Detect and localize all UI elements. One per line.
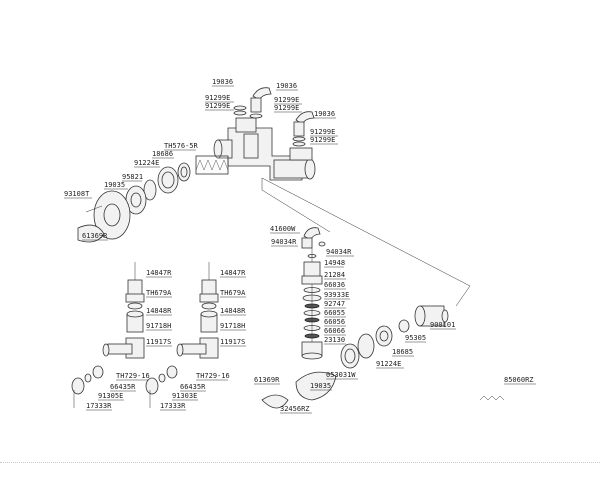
part-label: 17333R [86, 402, 112, 410]
part-label: 11917S [146, 338, 171, 346]
part-label: 19035 [310, 382, 331, 390]
part-label: 92747 [324, 300, 345, 308]
part-label: 61369R [254, 376, 280, 384]
part-label: 18686 [152, 150, 173, 158]
part-label: 95821 [122, 173, 143, 181]
part-label: 14847R [220, 269, 246, 277]
part-label: 91299E [205, 102, 230, 110]
part-label: 91305E [98, 392, 123, 400]
part-label: TH679A [146, 289, 172, 297]
part-label: 93108T [64, 190, 90, 198]
part-label: 32456RZ [280, 405, 310, 413]
part-label: 21284 [324, 271, 345, 279]
part-label: 95305 [405, 334, 426, 342]
part-label: 85060RZ [504, 376, 534, 384]
part-label: 91299E [205, 94, 230, 102]
part-label: 91299E [310, 128, 335, 136]
part-label: 91718H [146, 322, 171, 330]
footer-divider [0, 462, 600, 463]
cartridge-chain [77, 155, 229, 243]
part-label: TH729-16 [196, 372, 230, 380]
part-label: 66056 [324, 318, 345, 326]
part-label: 41600W [270, 225, 296, 233]
part-label: 17333R [160, 402, 186, 410]
part-label: 66066 [324, 327, 345, 335]
center-stack [301, 227, 326, 360]
valve-body-assembly [213, 87, 316, 181]
part-label: 91299E [310, 136, 335, 144]
part-label: 14948 [324, 259, 345, 267]
left-valve-stack-b [145, 279, 219, 395]
part-labels: 19036 19036 19036 91299E 91299E 91299E 9… [64, 78, 534, 413]
part-label: 91303E [172, 392, 197, 400]
part-label: 053031W [326, 371, 356, 379]
part-label: 14847R [146, 269, 172, 277]
part-label: 19036 [314, 110, 335, 118]
left-valve-stack-a [71, 279, 145, 395]
part-label: 66435R [110, 383, 136, 391]
part-label: 91224E [134, 159, 159, 167]
part-label: 66036 [324, 281, 345, 289]
part-label: 91299E [274, 96, 299, 104]
part-label: 61369R [82, 232, 108, 240]
part-label: TH729-16 [116, 372, 150, 380]
part-label: 66055 [324, 309, 345, 317]
spring-85060 [479, 395, 505, 401]
part-label: 91299E [274, 104, 299, 112]
part-label: 18685 [392, 348, 413, 356]
part-label: 19036 [276, 82, 297, 90]
part-label: 94034R [326, 248, 352, 256]
part-label: 19036 [212, 78, 233, 86]
part-label: 93933E [324, 291, 349, 299]
part-label: TH679A [220, 289, 246, 297]
part-label: 23130 [324, 336, 345, 344]
part-label: 66435R [180, 383, 206, 391]
part-label: 11917S [220, 338, 245, 346]
leader-lines [64, 85, 536, 414]
part-label: 91718H [220, 322, 245, 330]
part-label: 91224E [376, 360, 401, 368]
diverter-chain [261, 305, 449, 409]
part-label: TH576-5R [164, 142, 199, 150]
part-label: 14848R [220, 307, 246, 315]
part-label: 14848R [146, 307, 172, 315]
part-label: 94034R [271, 238, 297, 246]
part-label: 19035 [104, 181, 125, 189]
part-label: 900101 [430, 321, 455, 329]
